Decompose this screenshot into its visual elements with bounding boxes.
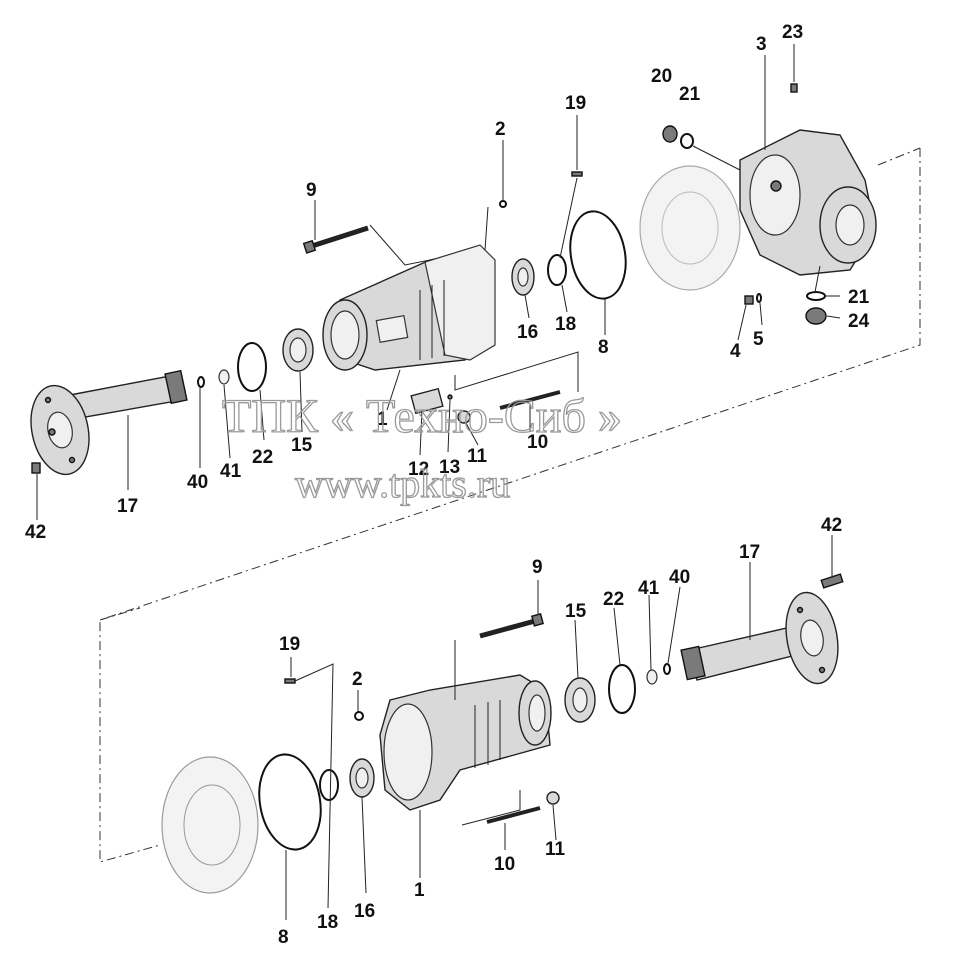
watermark-company-name: ТПК « Техно-Сиб » [222,390,622,443]
callout-top-23: 23 [782,22,803,43]
callout-bottom-2: 2 [352,669,363,690]
top-mounting-flange-outline [639,165,741,291]
top-pin-part-13 [447,394,453,400]
top-plug-part-4 [744,295,754,305]
top-rod-part-10 [499,390,561,410]
top-bearing-part-15 [282,328,314,372]
callout-bottom-8: 8 [278,927,289,948]
top-output-shaft-part-17 [30,369,188,476]
callout-top-22: 22 [252,447,273,468]
callout-bottom-19: 19 [279,634,300,655]
callout-top-15: 15 [291,435,313,456]
top-ring-part-41 [218,369,230,385]
top-gasket-part-8 [569,210,627,300]
callout-top-24: 24 [848,311,870,332]
top-long-bolt-part-9 [302,225,369,254]
callout-top-40: 40 [187,472,208,493]
callout-bottom-41: 41 [638,578,660,599]
bottom-leader-lines [285,535,833,920]
bottom-clip-part-2 [354,711,364,721]
top-oring-part-21b [806,291,826,301]
top-screw-part-23 [790,83,798,93]
bottom-ring-part-41 [646,669,658,685]
callout-top-41: 41 [220,461,242,482]
top-housing-part-1 [322,244,496,371]
callout-top-20: 20 [651,66,672,87]
bottom-callout-numbers: 8 18 16 19 2 1 9 10 11 15 22 41 40 17 42 [278,515,842,948]
bottom-pin-part-19 [284,678,296,684]
callout-top-42: 42 [25,522,46,543]
top-callout-numbers: 42 17 40 41 22 15 1 9 12 13 11 10 2 16 1… [25,22,870,543]
callout-bottom-40: 40 [669,567,690,588]
callout-top-11: 11 [467,446,488,467]
top-washer-part-5 [756,293,762,303]
top-plug-part-20 [662,125,678,143]
callout-top-21b: 21 [848,287,870,308]
callout-top-12: 12 [408,459,429,480]
top-clip-part-2 [499,200,507,208]
top-bearing-part-16 [511,258,535,296]
callout-bottom-22: 22 [603,589,624,610]
bottom-ring-part-18 [319,769,339,801]
callout-bottom-17: 17 [739,542,760,563]
bottom-bolt-part-42 [820,573,844,589]
callout-bottom-42: 42 [821,515,842,536]
bottom-bearing-part-15 [564,677,596,723]
callout-bottom-9: 9 [532,557,543,578]
top-ring-part-18 [547,254,567,286]
top-oring-part-21a [680,133,694,149]
callout-top-19: 19 [565,93,586,114]
bottom-long-bolt-part-9 [479,613,544,639]
callout-top-1: 1 [377,409,388,430]
callout-top-3: 3 [756,34,767,55]
callout-top-16: 16 [517,322,538,343]
callout-bottom-10: 10 [494,854,515,875]
bottom-assembly: 8 18 16 19 2 1 9 10 11 15 22 41 40 17 42 [161,515,844,948]
callout-top-8: 8 [598,337,609,358]
callout-top-2: 2 [495,119,506,140]
callout-top-13: 13 [439,457,460,478]
callout-top-21a: 21 [679,84,701,105]
assembly-boundary-lines [99,147,921,863]
top-assembly: 42 17 40 41 22 15 1 9 12 13 11 10 2 16 1… [25,22,877,543]
top-nut-part-11 [457,410,471,424]
callout-bottom-11: 11 [545,839,566,860]
watermark: ТПК « Техно-Сиб » www.tpkts.ru [221,389,622,506]
bottom-gasket [258,753,322,851]
bottom-housing-part-1 [379,674,552,811]
callout-bottom-18: 18 [317,912,338,933]
callout-top-4: 4 [730,341,741,362]
top-ring-part-40 [197,376,205,388]
bottom-bearing-part-16 [349,758,375,798]
bottom-ring-part-40 [663,663,671,675]
callout-top-17: 17 [117,496,138,517]
bottom-nut-part-11 [546,791,560,805]
top-plate-part-12 [410,387,444,415]
callout-top-18: 18 [555,314,576,335]
top-pin-part-19 [571,171,583,177]
top-leader-lines [36,44,841,520]
bottom-cover-part-8-flange [161,756,259,894]
bottom-rod-part-10 [486,806,541,824]
top-bolt-part-42 [31,462,41,474]
bottom-seal-part-22 [608,664,636,714]
top-gearbox-housing-part-3 [739,129,877,276]
callout-bottom-1: 1 [414,880,425,901]
callout-bottom-16: 16 [354,901,375,922]
top-drain-plug-part-24 [805,307,827,325]
callout-top-5: 5 [753,329,764,350]
callout-top-10: 10 [527,432,548,453]
callout-top-9: 9 [306,180,317,201]
watermark-website: www.tpkts.ru [295,461,510,506]
bottom-output-shaft-part-17 [680,591,839,685]
callout-bottom-15: 15 [565,601,587,622]
top-seal-part-22 [237,342,267,392]
